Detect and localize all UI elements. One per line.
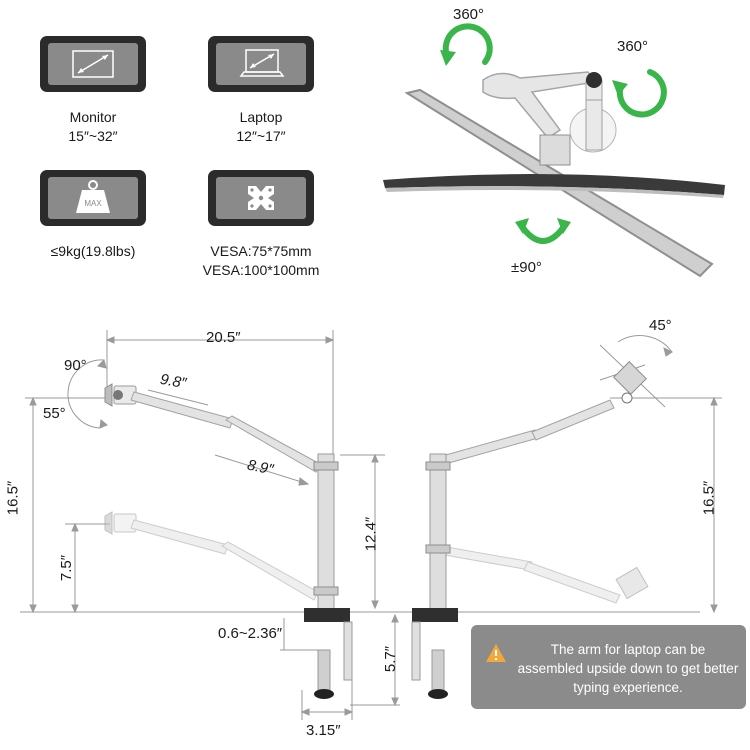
vesa-plate-icon bbox=[248, 186, 274, 210]
laptop-title: Laptop bbox=[239, 109, 283, 125]
weight-caption: ≤9kg(19.8lbs) bbox=[50, 243, 136, 259]
monitor-icon bbox=[72, 50, 114, 78]
right-pole bbox=[411, 453, 458, 699]
laptop-icon bbox=[239, 49, 285, 77]
dim-width-total: 20.5″ bbox=[206, 329, 241, 346]
rotate-360-right-icon bbox=[612, 69, 667, 118]
note-text: The arm for laptop can be assembled upsi… bbox=[517, 642, 739, 695]
vesa-spec-tile bbox=[208, 170, 314, 226]
monitor-title: Monitor bbox=[69, 109, 117, 125]
monitor-spec-tile bbox=[40, 36, 146, 92]
vesa-caption: VESA:75*75mm VESA:100*100mm bbox=[181, 242, 341, 280]
laptop-spec-tile bbox=[208, 36, 314, 92]
left-pole bbox=[304, 453, 353, 699]
laptop-arm-note: The arm for laptop can be assembled upsi… bbox=[471, 625, 746, 709]
monitor-screen bbox=[383, 174, 725, 195]
laptop-caption: Laptop 12″~17″ bbox=[181, 108, 341, 146]
dim-right-height: 16.5″ bbox=[700, 480, 718, 516]
left-upper-arm bbox=[104, 383, 321, 473]
warning-icon bbox=[486, 644, 506, 662]
arm-body bbox=[482, 71, 597, 139]
weight-icon: MAX bbox=[76, 180, 110, 213]
dim-clamp-range: 0.6~2.36″ bbox=[218, 625, 283, 642]
monitor-range: 15″~32″ bbox=[68, 128, 118, 144]
rotation-right-label: 360° bbox=[617, 38, 649, 55]
rotation-illustration bbox=[383, 23, 725, 278]
monitor-caption: Monitor 15″~32″ bbox=[13, 108, 173, 146]
right-upper-arm bbox=[434, 361, 647, 467]
rotate-360-top-icon bbox=[440, 23, 493, 66]
vesa-line-1: VESA:75*75mm bbox=[210, 243, 312, 259]
dim-right-tilt: 45° bbox=[649, 317, 672, 334]
monitor-mount bbox=[539, 134, 571, 166]
left-lower-arm bbox=[104, 511, 319, 601]
weight-badge: MAX bbox=[84, 199, 102, 208]
laptop-range: 12″~17″ bbox=[236, 128, 286, 144]
dim-base-width: 3.15″ bbox=[306, 722, 341, 739]
tilt-90-icon bbox=[515, 218, 571, 244]
pole-cap bbox=[586, 72, 602, 88]
tilt-label: ±90° bbox=[511, 259, 542, 276]
right-lower-arm bbox=[432, 544, 649, 604]
weight-spec-tile: MAX bbox=[40, 170, 146, 226]
dim-angle-down: 55° bbox=[43, 405, 66, 422]
dim-angle-up: 90° bbox=[64, 357, 87, 374]
vesa-line-2: VESA:100*100mm bbox=[202, 262, 320, 278]
rotation-top-label: 360° bbox=[453, 6, 485, 23]
